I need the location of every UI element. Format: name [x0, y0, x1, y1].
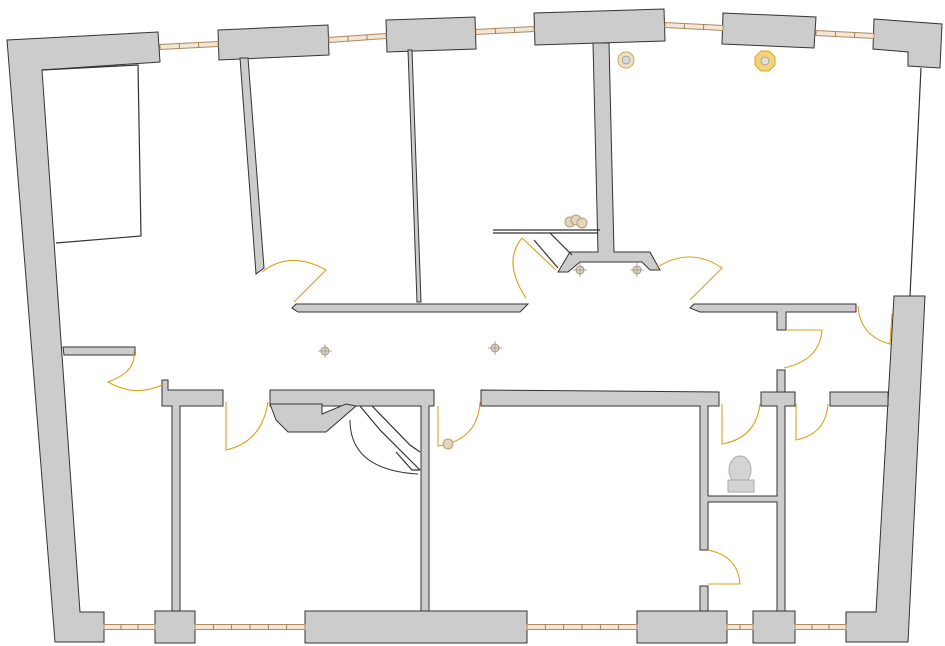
corridor-wall-south-3	[480, 389, 796, 612]
door-swing-3	[655, 256, 723, 301]
door-swing-11	[707, 549, 741, 585]
partition-west-stub	[62, 346, 136, 356]
door-swing-10	[857, 305, 893, 345]
windows	[103, 21, 875, 630]
doors	[106, 237, 893, 585]
toilet-icon	[727, 455, 755, 493]
door-swing-8	[795, 403, 829, 441]
window-7	[194, 624, 306, 630]
window-10	[794, 624, 847, 630]
window-9	[726, 624, 754, 630]
stair-rail-1	[549, 232, 573, 256]
wc-stub	[776, 369, 786, 393]
partition-3	[557, 42, 661, 273]
door-swing-6	[437, 401, 481, 447]
sink-icon	[442, 438, 454, 450]
stair-rail-5	[395, 451, 420, 471]
east-glazing	[909, 67, 922, 297]
wall-south-pier-3	[636, 610, 728, 644]
wall-north-pier-3	[533, 8, 666, 46]
window-6	[103, 624, 156, 630]
partition-2	[407, 49, 422, 303]
window-8	[526, 624, 638, 630]
window-4	[664, 21, 724, 32]
spotlight-icon	[488, 341, 502, 355]
spotlight-icon	[318, 344, 332, 358]
wall-south-pier-2	[304, 610, 528, 644]
wall-north-west	[6, 31, 161, 643]
lower-stub	[699, 585, 709, 612]
ceiling-light-icon	[617, 51, 635, 69]
outer-walls	[6, 8, 943, 644]
corridor-wall-south-4	[829, 391, 889, 407]
corridor-wall-north-east	[689, 303, 857, 331]
wall-south-pier-1	[154, 610, 196, 644]
stair-rail-2	[533, 239, 559, 269]
door-leaf-closet	[349, 419, 419, 475]
door-swing-7	[721, 403, 761, 445]
door-swing-2	[512, 237, 557, 299]
door-swing-4	[106, 351, 165, 392]
window-1	[159, 40, 219, 51]
spotlight-icon	[630, 263, 644, 277]
wall-south-pier-4	[752, 610, 796, 644]
door-swing-1	[261, 259, 327, 303]
window-2	[328, 32, 387, 44]
partition-1	[239, 57, 265, 275]
spotlight-icon	[573, 263, 587, 277]
wall-north-pier-1	[217, 24, 330, 61]
pendant-light-icon	[564, 214, 588, 229]
window-3	[475, 25, 535, 36]
closet-wall	[269, 403, 358, 433]
corridor-wall-south-1	[161, 379, 224, 612]
door-swing-9	[783, 329, 823, 369]
wall-north-pier-4	[721, 12, 817, 49]
thin-partitions	[41, 64, 922, 475]
chandelier-icon	[754, 50, 776, 72]
interior-walls	[62, 42, 889, 612]
corridor-wall-north	[291, 303, 530, 313]
wall-north-east	[872, 18, 943, 69]
fixtures	[318, 50, 776, 493]
wall-north-pier-2	[385, 16, 477, 53]
window-5	[815, 29, 875, 40]
stair-rail-3	[359, 405, 421, 471]
stair-rail-4	[371, 405, 421, 453]
wall-east	[845, 295, 926, 643]
built-in-cabinet	[41, 64, 142, 244]
door-swing-5	[225, 401, 269, 451]
